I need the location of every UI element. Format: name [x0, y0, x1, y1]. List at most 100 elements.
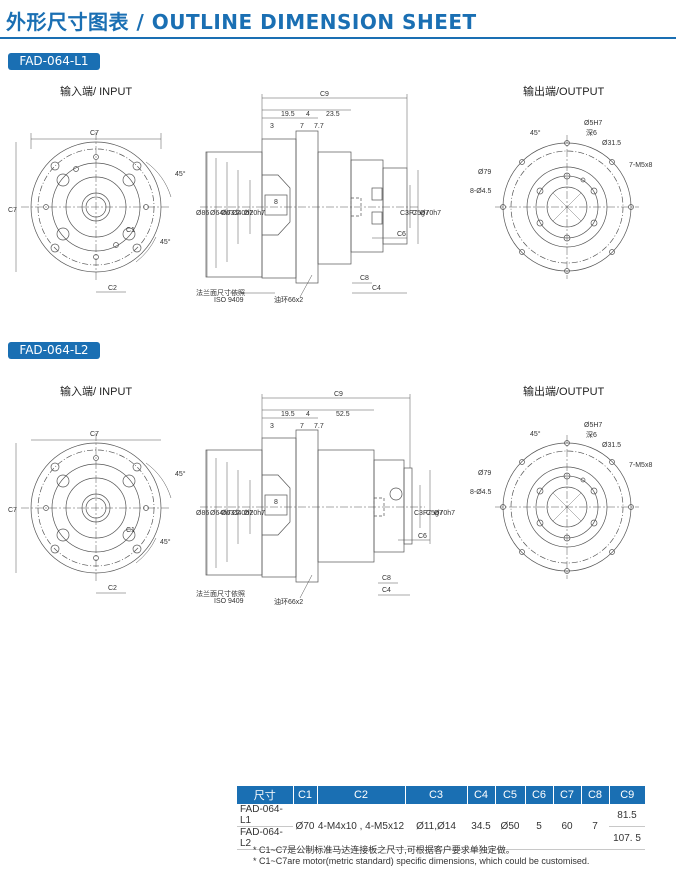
header-cell: C8: [581, 786, 610, 804]
flange-note-1: 法兰面尺寸依照: [196, 589, 245, 598]
dim-3: 3: [270, 123, 274, 130]
cell-c9-l2: 107. 5: [609, 826, 645, 850]
header-cell: C6: [525, 786, 554, 804]
dim-45-c: 45°: [530, 430, 541, 438]
dim-7: 7: [300, 423, 304, 430]
dim-c1: C1: [126, 227, 135, 234]
dim-19-5: 19.5: [281, 411, 295, 418]
output-label-l1: 输出端/OUTPUT: [523, 86, 605, 98]
input-flange-view: [15, 132, 172, 293]
dim-45-b: 45°: [160, 238, 171, 246]
cell-c7: 60: [553, 804, 581, 850]
dim-c3: C3F7: [400, 210, 417, 217]
cell-c2: 4-M4x10 , 4-M5x12: [317, 804, 405, 850]
flange-note-2: ISO 9409: [214, 598, 244, 605]
dim-c3: C3F7: [414, 510, 431, 517]
header-cell: C9: [609, 786, 645, 804]
model-tag-l2: FAD-064-L2: [8, 342, 100, 359]
note-cn: * C1~C7是公制标准马达连接板之尺寸,可根据客户要求单独定做。: [253, 845, 515, 855]
dim-c7-left: C7: [8, 207, 17, 214]
dim-o86: Ø86: [196, 210, 209, 217]
note-en: * C1~C7are motor(metric standard) specif…: [253, 856, 590, 866]
dim-c4: C4: [382, 587, 391, 594]
row-name: FAD-064-L2: [237, 826, 293, 850]
model-tag-l1: FAD-064-L1: [8, 53, 100, 70]
cell-c1: Ø70: [293, 804, 317, 850]
dim-o40: Ø40h7: [232, 210, 253, 217]
flange-note-2: ISO 9409: [214, 297, 244, 304]
dim-c9: C9: [334, 391, 343, 398]
dim-19-5: 19.5: [281, 111, 295, 118]
header-cell: C4: [467, 786, 496, 804]
row-name: FAD-064-L1: [237, 804, 293, 827]
cell-c5: Ø50: [495, 804, 525, 850]
header-cell: C5: [495, 786, 526, 804]
flange-note-1: 法兰面尺寸依照: [196, 288, 245, 297]
dim-o5: Ø5H7: [584, 120, 602, 127]
dim-o64: Ø64h7: [210, 210, 231, 217]
dim-o86: Ø86: [196, 510, 209, 517]
side-section-view: [200, 94, 420, 298]
title-rule: [0, 37, 676, 39]
header-cell: 尺寸: [237, 786, 294, 804]
dim-c7-top: C7: [90, 130, 99, 137]
dim-45-a: 45°: [175, 470, 186, 478]
dim-23-5: 23.5: [326, 111, 340, 118]
dim-o63: Ø63.2: [221, 510, 240, 517]
dim-c1: C1: [126, 527, 135, 534]
dim-deep6: 深6: [586, 128, 597, 137]
input-label-l2: 输入端/ INPUT: [60, 386, 133, 398]
dim-7: 7: [300, 123, 304, 130]
dim-3: 3: [270, 423, 274, 430]
dim-c2: C2: [108, 585, 117, 592]
dim-holes: 8-Ø4.5: [470, 188, 492, 195]
dim-m5: 7-M5x8: [629, 162, 652, 169]
dim-8: 8: [274, 499, 278, 506]
dim-45-c: 45°: [530, 129, 541, 137]
header-cell: C7: [553, 786, 582, 804]
dim-c8: C8: [382, 575, 391, 582]
dim-o40: Ø40h7: [232, 510, 253, 517]
dim-o5: Ø5H7: [584, 422, 602, 429]
dim-c5: C5g7: [426, 510, 443, 517]
dim-c4: C4: [372, 285, 381, 292]
header-cell: C1: [293, 786, 318, 804]
dim-o63: Ø63.2: [221, 210, 240, 217]
oil-ring-note: 油环66x2: [274, 597, 303, 606]
dim-45-b: 45°: [160, 538, 171, 546]
dim-c8: C8: [360, 275, 369, 282]
output-label-l2: 输出端/OUTPUT: [523, 386, 605, 398]
table-row: FAD-064-L2 107. 5: [237, 826, 645, 850]
dim-o79: Ø79: [478, 169, 491, 176]
dim-4: 4: [306, 411, 310, 418]
dim-7-7: 7.7: [314, 423, 324, 430]
dim-holes: 8-Ø4.5: [470, 489, 492, 496]
dim-52-5: 52.5: [336, 411, 350, 418]
dim-o70: Ø70h7: [420, 210, 441, 217]
output-flange-view: [495, 135, 639, 279]
dim-c7-left: C7: [8, 507, 17, 514]
dim-c5: C5g7: [412, 210, 429, 217]
dim-c7-top: C7: [90, 431, 99, 438]
table-header-row: 尺寸 C1 C2 C3 C4 C5 C6 C7 C8 C9: [237, 786, 645, 804]
dim-c2: C2: [108, 285, 117, 292]
dim-c6: C6: [397, 231, 406, 238]
page-title: 外形尺寸图表 / OUTLINE DIMENSION SHEET: [6, 10, 477, 34]
dim-8: 8: [274, 199, 278, 206]
dim-c9: C9: [320, 91, 329, 98]
header-cell: C3: [405, 786, 468, 804]
dim-45-a: 45°: [175, 170, 186, 178]
table-row: FAD-064-L1 Ø70 4-M4x10 , 4-M5x12 Ø11,Ø14…: [237, 804, 645, 850]
dim-7-7: 7.7: [314, 123, 324, 130]
dim-c6: C6: [418, 533, 427, 540]
dim-4: 4: [306, 111, 310, 118]
cell-c4: 34.5: [467, 804, 495, 850]
dim-o20: Ø20h7: [244, 510, 265, 517]
dim-o70: Ø70h7: [434, 510, 455, 517]
oil-ring-note: 油环66x2: [274, 295, 303, 304]
dimension-table: 尺寸 C1 C2 C3 C4 C5 C6 C7 C8 C9 FAD-064-L1…: [237, 786, 645, 850]
dim-o79: Ø79: [478, 470, 491, 477]
dim-o31: Ø31.5: [602, 140, 621, 147]
